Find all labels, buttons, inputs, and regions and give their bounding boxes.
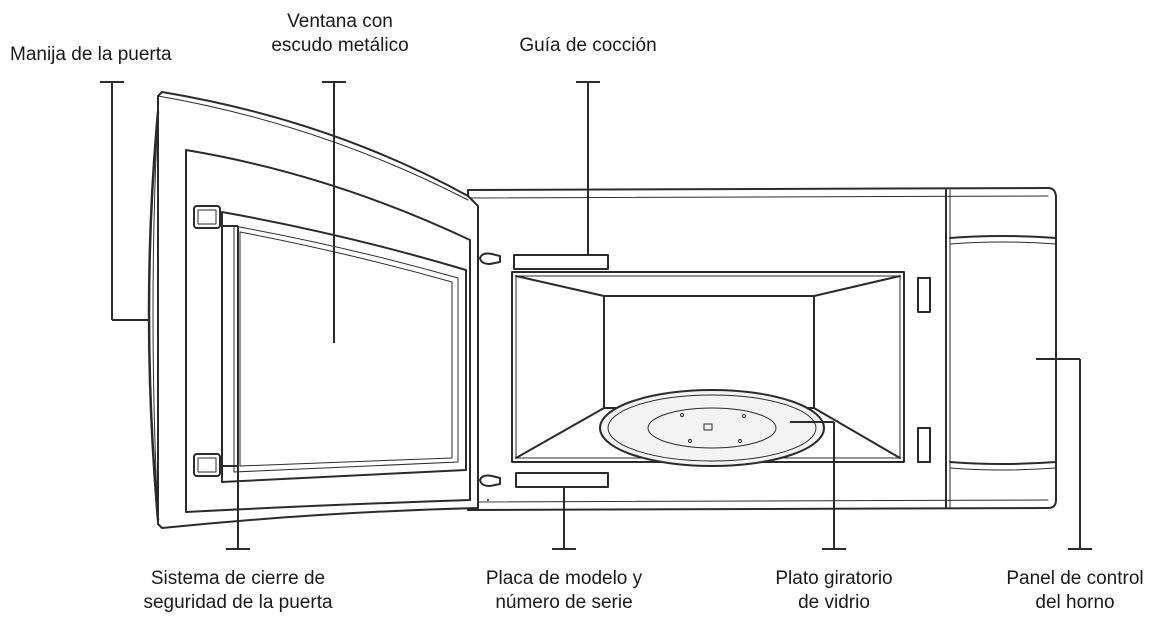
label-door-handle: Manija de la puerta: [10, 44, 172, 65]
door-hinges: [479, 252, 501, 487]
label-cooking-guide: Guía de cocción: [519, 35, 657, 56]
label-door-latch: Sistema de cierre de seguridad de la pue…: [143, 568, 333, 613]
label-turntable: Plato giratorio de vidrio: [775, 568, 893, 613]
door: [147, 91, 479, 529]
leader-lines: [100, 81, 1092, 550]
model-serial-plate: [515, 472, 609, 488]
oven-cavity: [511, 271, 931, 463]
label-model-plate: Placa de modelo y número de serie: [485, 568, 643, 613]
control-panel: [945, 189, 1057, 509]
label-window: Ventana con escudo metálico: [271, 11, 409, 56]
glass-turntable: [599, 389, 825, 467]
label-control-panel: Panel de control del horno: [1006, 568, 1144, 613]
cooking-guide-plate: [513, 254, 609, 270]
